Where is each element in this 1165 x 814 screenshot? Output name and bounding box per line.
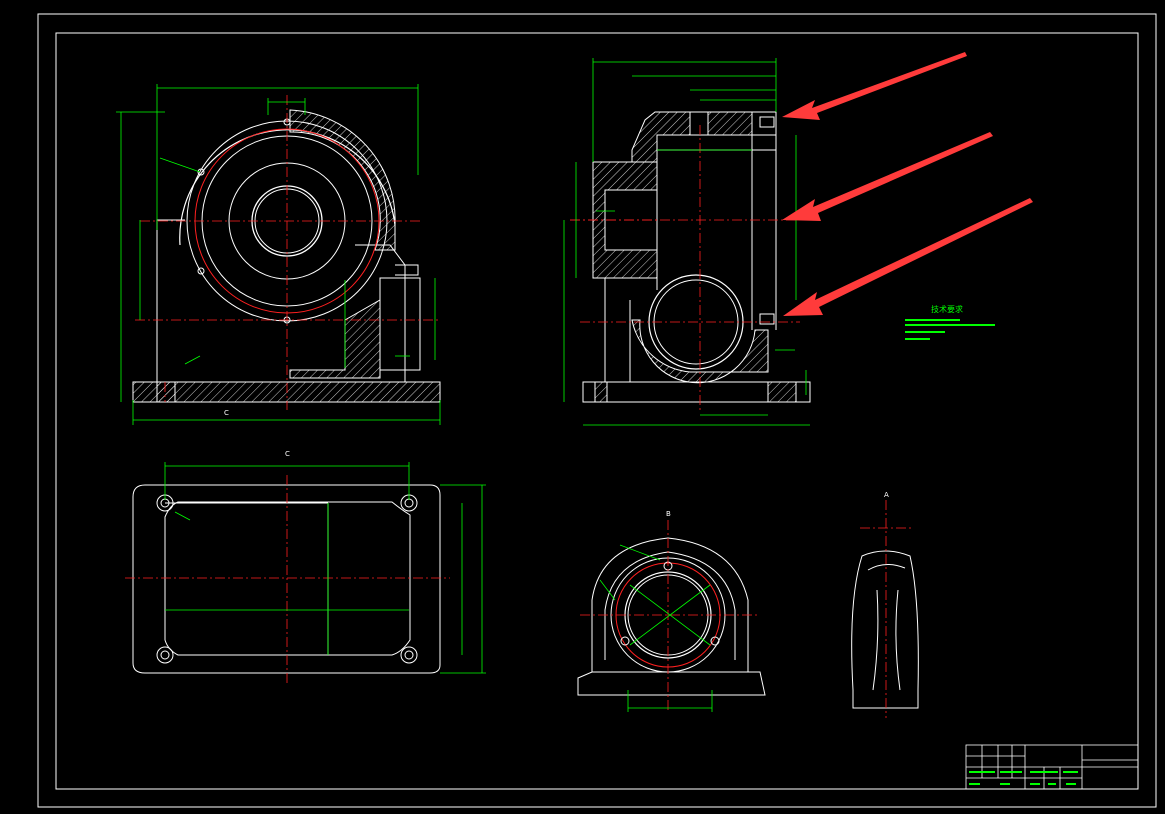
side-dimensions	[563, 58, 810, 426]
front-dimensions	[116, 84, 441, 425]
annotation-arrows	[782, 52, 1033, 316]
aux-bolt-hole	[620, 636, 630, 646]
annotation-arrow	[782, 52, 967, 120]
tech-requirements-title: 技术要求	[931, 304, 963, 314]
side-centerlines	[570, 125, 800, 410]
inner-frame	[55, 32, 1139, 790]
aux-dimensions	[599, 544, 713, 712]
front-bolt-hole	[197, 168, 205, 176]
base-plan-centerlines	[125, 475, 450, 685]
section-marker: B	[666, 510, 671, 518]
front-centerlines	[135, 95, 440, 410]
section-marker: A	[884, 491, 889, 499]
side-section-view	[582, 111, 811, 403]
aux-base	[577, 671, 766, 696]
side-body-outline	[604, 135, 777, 382]
front-base-plate	[132, 381, 441, 403]
front-section-view	[132, 109, 441, 403]
section-markers: C C B A	[224, 409, 889, 518]
side-bottom-bore-hatch	[631, 319, 769, 384]
section-marker: C	[285, 450, 290, 458]
front-bolt-hole	[197, 267, 205, 275]
local-section-outline	[851, 550, 919, 709]
local-section-centerlines	[860, 500, 912, 718]
aux-centerlines	[580, 520, 760, 712]
base-plan-dimensions	[164, 462, 486, 674]
side-base	[582, 381, 811, 403]
aux-bolt-hole	[710, 636, 720, 646]
base-plan-view	[132, 484, 441, 674]
title-block	[965, 744, 1139, 790]
base-plan-inner	[164, 501, 411, 656]
title-block-text-marks	[969, 771, 1078, 785]
annotation-arrow	[783, 198, 1033, 316]
base-plan-outline	[132, 484, 441, 674]
section-marker: C	[224, 409, 229, 417]
base-bolt-hole	[400, 646, 418, 664]
local-section-view	[851, 550, 919, 709]
annotation-arrow	[782, 132, 993, 221]
tech-requirements: 技术要求	[905, 304, 995, 340]
outer-frame	[37, 13, 1157, 808]
base-bolt-hole	[156, 646, 174, 664]
